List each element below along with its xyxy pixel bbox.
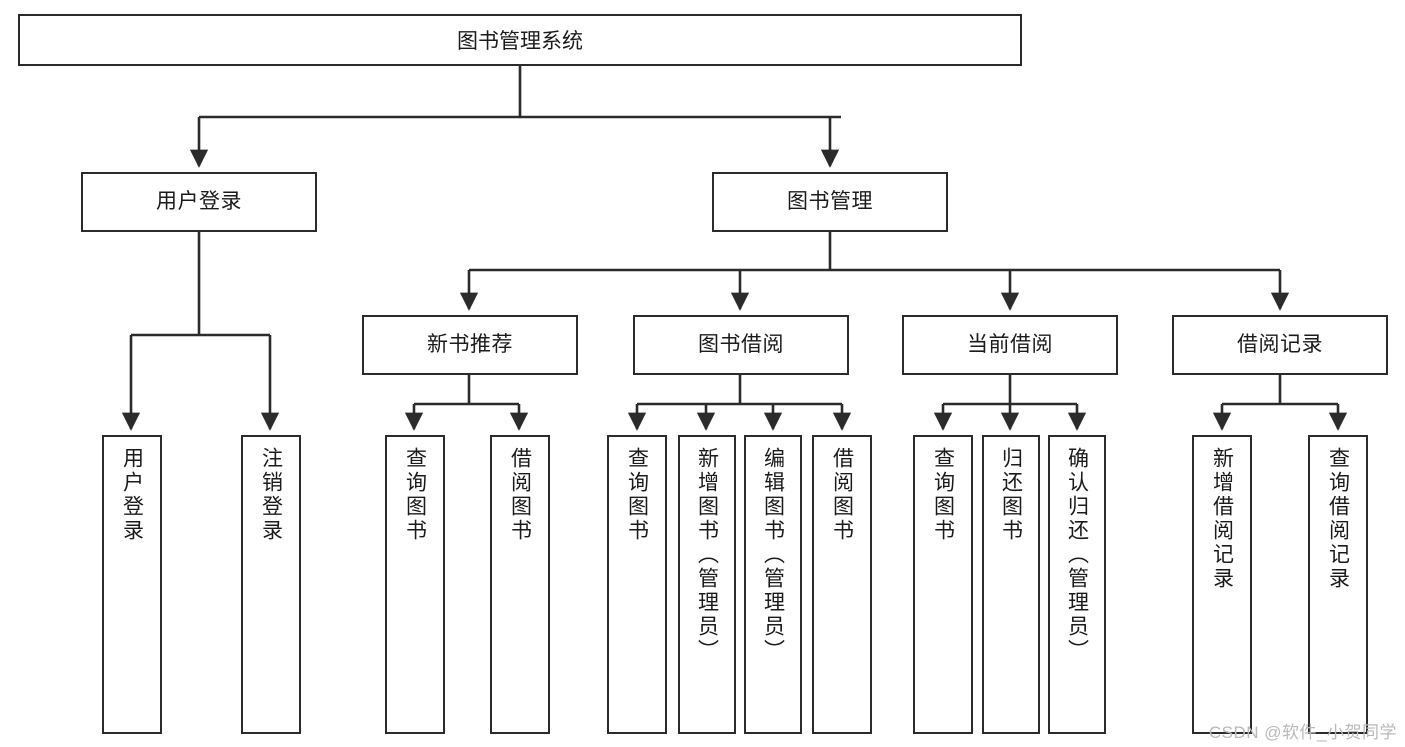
node-leaf-borrow-book-2[interactable]: 借阅图书 — [812, 435, 872, 734]
node-leaf-user-logout[interactable]: 注销登录 — [241, 435, 301, 734]
node-current-borrow-label: 当前借阅 — [967, 333, 1053, 357]
node-root-label: 图书管理系统 — [457, 30, 583, 53]
node-leaf-query-book-2[interactable]: 查询图书 — [607, 435, 667, 734]
csdn-watermark: CSDN @软件_小贺同学 — [1208, 723, 1397, 742]
node-book-manage[interactable]: 图书管理 — [712, 172, 948, 232]
node-new-book-recommend-label: 新书推荐 — [427, 333, 513, 357]
node-leaf-return-book[interactable]: 归还图书 — [982, 435, 1040, 734]
node-borrow-record[interactable]: 借阅记录 — [1172, 315, 1388, 375]
node-leaf-confirm-return-label: 确认归还（管理员） — [1065, 447, 1089, 663]
node-leaf-query-book-2-label: 查询图书 — [625, 447, 649, 543]
node-leaf-user-login[interactable]: 用户登录 — [102, 435, 162, 734]
node-book-borrow[interactable]: 图书借阅 — [633, 315, 849, 375]
node-leaf-query-book-1-label: 查询图书 — [403, 447, 427, 543]
node-leaf-user-logout-label: 注销登录 — [259, 447, 283, 543]
node-leaf-query-book-3[interactable]: 查询图书 — [913, 435, 973, 734]
node-borrow-record-label: 借阅记录 — [1237, 333, 1323, 357]
node-leaf-query-record[interactable]: 查询借阅记录 — [1308, 435, 1368, 734]
node-leaf-borrow-book-2-label: 借阅图书 — [830, 447, 854, 543]
node-leaf-borrow-book-1-label: 借阅图书 — [508, 447, 532, 543]
node-leaf-query-book-1[interactable]: 查询图书 — [385, 435, 445, 734]
node-book-borrow-label: 图书借阅 — [698, 333, 784, 357]
node-leaf-edit-book-label: 编辑图书（管理员） — [761, 447, 785, 663]
node-leaf-query-book-3-label: 查询图书 — [931, 447, 955, 543]
node-book-manage-label: 图书管理 — [787, 190, 873, 214]
node-leaf-user-login-label: 用户登录 — [120, 447, 144, 543]
node-root[interactable]: 图书管理系统 — [18, 14, 1022, 66]
node-leaf-add-record-label: 新增借阅记录 — [1210, 447, 1234, 591]
node-leaf-edit-book[interactable]: 编辑图书（管理员） — [744, 435, 802, 734]
node-leaf-add-book[interactable]: 新增图书（管理员） — [678, 435, 736, 734]
node-leaf-add-record[interactable]: 新增借阅记录 — [1192, 435, 1252, 734]
node-leaf-confirm-return[interactable]: 确认归还（管理员） — [1048, 435, 1106, 734]
node-new-book-recommend[interactable]: 新书推荐 — [362, 315, 578, 375]
node-current-borrow[interactable]: 当前借阅 — [902, 315, 1118, 375]
node-leaf-query-record-label: 查询借阅记录 — [1326, 447, 1350, 591]
node-user-login[interactable]: 用户登录 — [81, 172, 317, 232]
node-leaf-add-book-label: 新增图书（管理员） — [695, 447, 719, 663]
node-leaf-borrow-book-1[interactable]: 借阅图书 — [490, 435, 550, 734]
node-user-login-label: 用户登录 — [156, 190, 242, 214]
node-leaf-return-book-label: 归还图书 — [999, 447, 1023, 543]
